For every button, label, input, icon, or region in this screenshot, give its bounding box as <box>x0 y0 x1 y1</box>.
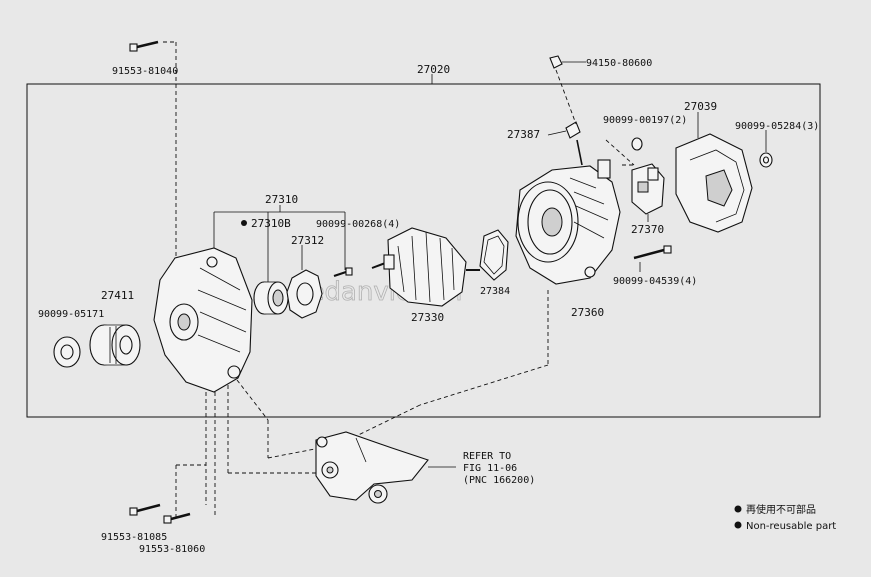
pulley-27411[interactable] <box>89 324 141 366</box>
non-reusable-marker-27310B <box>241 220 247 226</box>
legend-bullet-en <box>734 521 742 529</box>
brush-holder-27370[interactable] <box>631 163 665 215</box>
dash-end-frame-c <box>347 404 421 441</box>
label-90099-04539: 90099-04539(4) <box>613 276 697 287</box>
label-90099-00197: 90099-00197(2) <box>603 115 687 126</box>
label-27020: 27020 <box>417 63 450 76</box>
terminal-insulator-27387[interactable] <box>565 121 583 166</box>
legend-english: Non-reusable part <box>746 521 836 532</box>
label-90099-00268: 90099-00268(4) <box>316 219 400 230</box>
refer-line-3: (PNC 166200) <box>463 475 535 486</box>
label-91553-81085: 91553-81085 <box>101 532 167 543</box>
rear-end-cover-27039[interactable] <box>675 133 753 233</box>
label-27310B: 27310B <box>251 217 291 230</box>
bolt-91553-81085[interactable] <box>129 503 161 516</box>
label-27330: 27330 <box>411 311 444 324</box>
nut-90099-05171[interactable] <box>53 336 81 368</box>
dash-frame-4c <box>267 447 321 459</box>
label-91553-81040: 91553-81040 <box>112 66 178 77</box>
nut-94150-80600[interactable] <box>549 55 563 69</box>
refer-line-2: FIG 11-06 <box>463 463 517 474</box>
bolt-91553-81060[interactable] <box>163 512 191 524</box>
through-bolt-90099-04539[interactable] <box>633 245 672 260</box>
rectifier-end-frame-27360[interactable] <box>515 159 621 285</box>
assembly-frame <box>26 83 821 418</box>
label-27370: 27370 <box>631 223 664 236</box>
nut-90099-05284[interactable] <box>759 152 773 168</box>
dash-end-frame-b <box>419 364 549 406</box>
legend-bullet-jp <box>734 505 742 513</box>
dash-frame-4 <box>236 379 269 421</box>
label-27360: 27360 <box>571 306 604 319</box>
label-27411: 27411 <box>101 289 134 302</box>
retainer-plate-27312[interactable] <box>286 269 323 319</box>
drive-end-frame-27310[interactable] <box>153 247 253 393</box>
bolt-top[interactable] <box>129 40 159 52</box>
nut-90099-00197[interactable] <box>631 137 643 151</box>
label-27039: 27039 <box>684 100 717 113</box>
label-27312: 27312 <box>291 234 324 247</box>
label-27310: 27310 <box>265 193 298 206</box>
leader-27387 <box>547 130 567 136</box>
dash-nut-top <box>555 69 577 125</box>
label-27387: 27387 <box>507 128 540 141</box>
bearing-27310B[interactable] <box>253 281 289 315</box>
label-90099-05284: 90099-05284(3) <box>735 121 819 132</box>
label-91553-81060: 91553-81060 <box>139 544 205 555</box>
adjusting-bracket-ref[interactable] <box>315 431 429 504</box>
dash-00197 <box>605 139 635 166</box>
label-94150-80600: 94150-80600 <box>586 58 652 69</box>
label-27384: 27384 <box>480 286 510 297</box>
seal-27384[interactable] <box>479 229 509 281</box>
screw-90099-00268[interactable] <box>333 267 353 278</box>
refer-line-1: REFER TO <box>463 451 511 462</box>
legend-japanese: 再使用不可部品 <box>746 503 816 516</box>
label-90099-05171: 90099-05171 <box>38 309 104 320</box>
rotor-27330[interactable] <box>371 227 480 307</box>
